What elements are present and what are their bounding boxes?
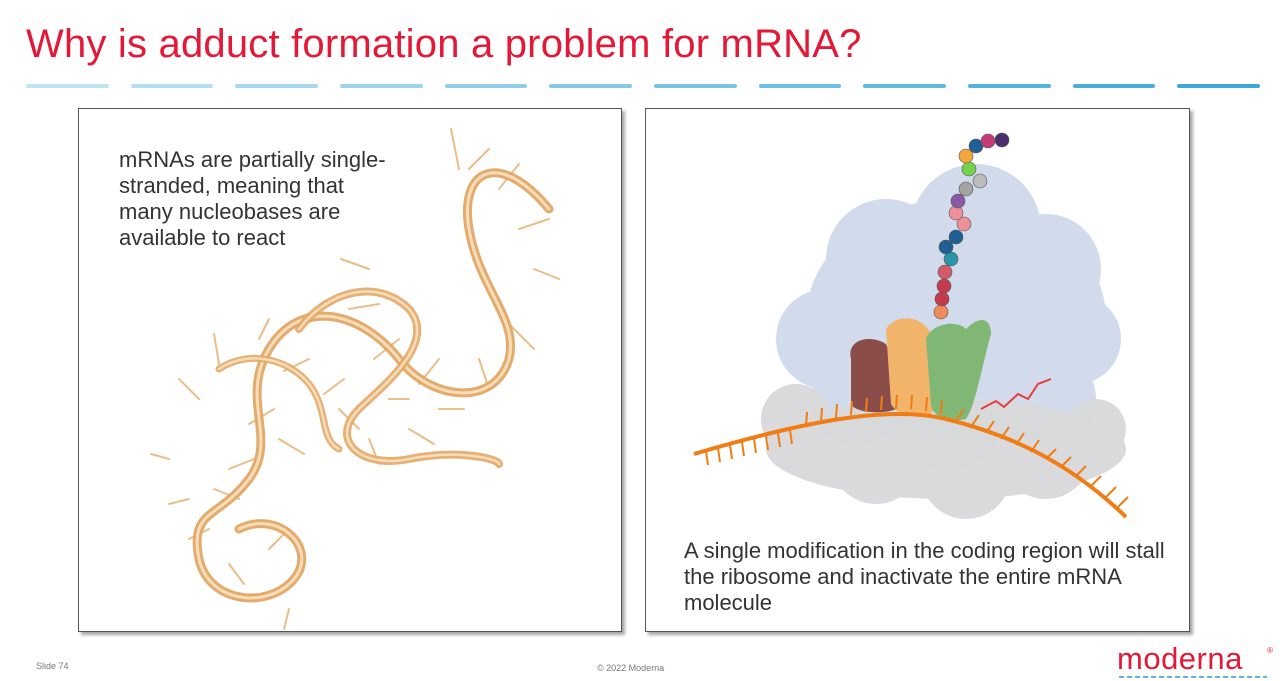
title-dash <box>444 84 528 88</box>
right-panel-text: A single modification in the coding regi… <box>684 538 1165 615</box>
copyright-text: © 2022 Moderna <box>597 663 665 673</box>
title-dash <box>1072 84 1156 88</box>
peptide-chain <box>933 132 1010 320</box>
title-dash <box>130 84 214 88</box>
title-dash <box>863 84 946 88</box>
title-dash <box>1177 84 1260 88</box>
title-dash <box>758 84 842 88</box>
moderna-logo: moderna ® <box>1117 642 1277 678</box>
title-underline-dashes <box>26 84 1260 90</box>
right-panel: A single modification in the coding regi… <box>645 108 1190 632</box>
left-panel-text: mRNAs are partially single-stranded, mea… <box>119 147 386 250</box>
title-dash <box>235 84 318 88</box>
title-dash <box>968 84 1051 88</box>
left-panel: mRNAs are partially single-stranded, mea… <box>78 108 622 632</box>
title-dash <box>654 84 737 88</box>
registered-mark: ® <box>1267 646 1273 655</box>
slide-title: Why is adduct formation a problem for mR… <box>26 22 862 66</box>
title-dash <box>549 84 632 88</box>
title-dash <box>340 84 423 88</box>
title-dash <box>26 84 109 88</box>
mrna-ticks <box>705 394 1129 508</box>
logo-wordmark: moderna <box>1117 641 1243 676</box>
ribosome-illustration <box>693 132 1129 519</box>
rna-helix-illustration <box>150 128 560 630</box>
slide-number: Slide 74 <box>36 661 69 671</box>
logo-underline-dashes <box>1119 676 1267 678</box>
